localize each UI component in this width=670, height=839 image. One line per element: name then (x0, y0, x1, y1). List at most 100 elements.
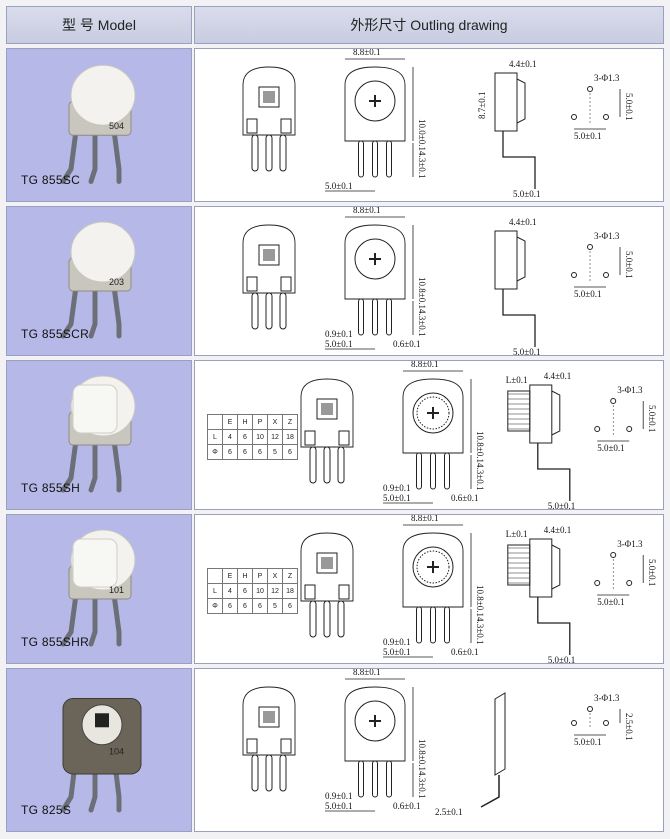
table-cell: 4 (222, 583, 238, 599)
dim-width: 8.8±0.1 (353, 207, 380, 215)
outline-drawing: 8.8±0.110.8±0.14.3±0.15.0±0.10.9±0.10.6±… (242, 207, 634, 357)
pcb-hole-layout (571, 86, 621, 130)
dim-lead-width: 0.9±0.1 (325, 791, 352, 801)
dim-lead-width: 0.9±0.1 (383, 637, 410, 647)
model-name: TG 855SC (21, 173, 81, 187)
dim-lead-height: 4.3±0.1 (417, 309, 427, 336)
table-cell: 6 (252, 598, 268, 614)
dim-hole: 3-Φ1.3 (594, 73, 620, 83)
dim-lead-thickness: 0.6±0.1 (393, 801, 420, 811)
rear-view (242, 224, 296, 330)
dim-height: 10.8±0.1 (475, 431, 485, 463)
dim-pcb-horizontal: 5.0±0.1 (597, 443, 624, 453)
table-cell: 18 (282, 583, 298, 599)
dim-pcb-vertical: 5.0±0.1 (624, 251, 634, 278)
product-photo-cell: TG 855SH (6, 360, 192, 510)
dim-hole: 3-Φ1.3 (594, 693, 620, 703)
resistance-code: 101 (109, 585, 124, 595)
model-name: TG 855SCR (21, 327, 90, 341)
table-cell: 4 (222, 429, 238, 445)
table-cell: 5 (267, 598, 283, 614)
dim-pitch-b: 5.0±0.1 (548, 655, 575, 665)
front-view (402, 532, 464, 644)
dim-side-offset: 2.5±0.1 (435, 807, 462, 817)
dim-side-width: 4.4±0.1 (509, 217, 536, 227)
rear-view (242, 686, 296, 792)
dim-pcb-vertical: 5.0±0.1 (647, 405, 657, 432)
table-cell: 10 (252, 429, 268, 445)
dim-lead-thickness: 0.6±0.1 (451, 647, 478, 657)
table-cell: 6 (252, 444, 268, 460)
resistance-code: 104 (109, 746, 124, 756)
dim-pitch: 5.0±0.1 (325, 801, 352, 811)
product-photo: 101 (60, 529, 136, 647)
side-view (494, 230, 536, 347)
dim-pitch: 5.0±0.1 (325, 339, 352, 349)
table-cell: 6 (222, 444, 238, 460)
front-view (402, 378, 464, 490)
product-photo: 104 (60, 698, 142, 813)
table-cell: 6 (237, 598, 253, 614)
table-cell: L (207, 583, 223, 599)
dim-lead-height: 4.3±0.1 (475, 463, 485, 490)
table-cell: 12 (267, 583, 283, 599)
dim-side-width: 4.4±0.1 (544, 371, 571, 381)
product-photo (60, 375, 136, 493)
side-view (480, 692, 506, 808)
dim-lead-thickness: 0.6±0.1 (451, 493, 478, 503)
pcb-hole-layout (594, 552, 644, 596)
resistance-code: 504 (109, 121, 124, 131)
table-cell: Φ (207, 444, 223, 460)
dim-side-width: 4.4±0.1 (509, 59, 536, 69)
dim-side-height: 8.7±0.1 (477, 92, 487, 119)
dim-lead-width: 0.9±0.1 (383, 483, 410, 493)
dim-hole: 3-Φ1.3 (594, 231, 620, 241)
drawing-column-header: 外形尺寸 Outling drawing (194, 6, 664, 44)
table-cell: 18 (282, 429, 298, 445)
dim-pcb-horizontal: 5.0±0.1 (574, 289, 601, 299)
table-cell: E (222, 414, 238, 430)
dim-height: 10.8±0.1 (417, 739, 427, 771)
dim-shaft-length: L±0.1 (506, 529, 528, 539)
dim-width: 8.8±0.1 (353, 49, 380, 57)
front-view (344, 66, 406, 178)
table-cell: Z (282, 568, 298, 584)
dim-side-width: 4.4±0.1 (544, 525, 571, 535)
outline-drawing: 8.8±0.110.0±0.14.3±0.15.0±0.14.4±0.18.7±… (242, 49, 634, 199)
outline-drawing: 8.8±0.110.8±0.14.3±0.15.0±0.10.9±0.10.6±… (300, 361, 657, 511)
dim-hole: 3-Φ1.3 (617, 539, 643, 549)
dim-hole: 3-Φ1.3 (617, 385, 643, 395)
dim-width: 8.8±0.1 (411, 515, 438, 523)
side-view (507, 384, 571, 501)
table-cell: H (237, 414, 253, 430)
rear-view (300, 532, 354, 638)
outline-drawing: 8.8±0.110.8±0.14.3±0.15.0±0.10.9±0.10.6±… (300, 515, 657, 665)
product-photo: 203 (60, 221, 136, 339)
dim-pcb-vertical: 2.5±0.1 (624, 713, 634, 740)
table-cell: 12 (267, 429, 283, 445)
dim-pitch: 5.0±0.1 (383, 493, 410, 503)
model-name: TG 855SH (21, 481, 81, 495)
table-cell: P (252, 414, 268, 430)
dim-pitch: 5.0±0.1 (325, 181, 352, 191)
table-cell: X (267, 568, 283, 584)
table-cell: 6 (237, 429, 253, 445)
dim-pcb-vertical: 5.0±0.1 (624, 93, 634, 120)
dim-pcb-horizontal: 5.0±0.1 (597, 597, 624, 607)
table-cell: 10 (252, 583, 268, 599)
product-photo-cell: 504 TG 855SC (6, 48, 192, 202)
dim-pitch-b: 5.0±0.1 (513, 189, 540, 199)
side-view (494, 72, 536, 189)
